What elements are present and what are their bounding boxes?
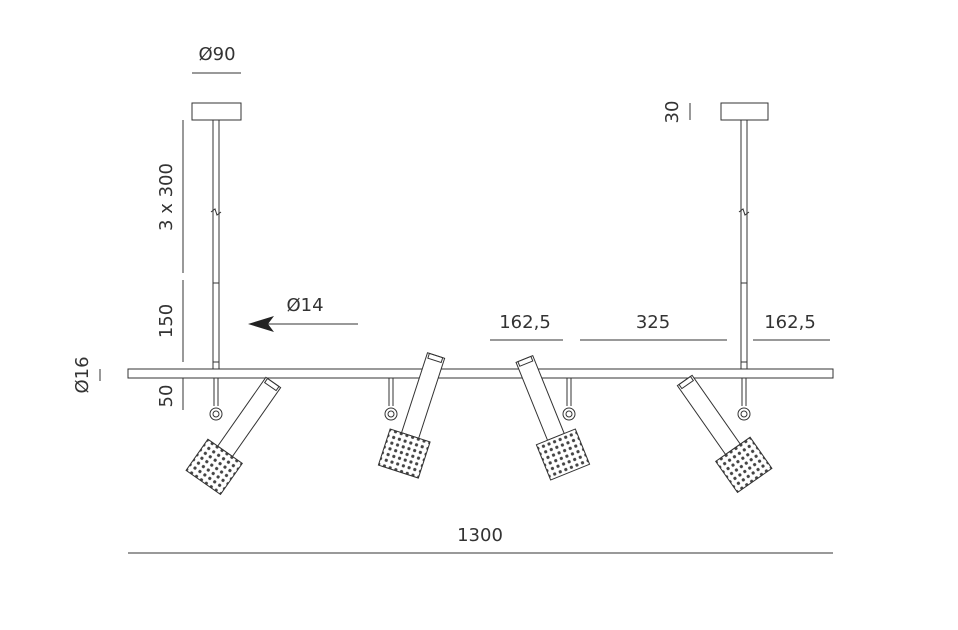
canopy-diameter-label: Ø90 <box>198 44 235 65</box>
rod-diameter-label: Ø14 <box>286 295 323 316</box>
end-offset-left-label: 162,5 <box>499 312 551 333</box>
suspension-rod-left <box>210 120 222 370</box>
rod-diameter-arrow-icon <box>248 316 358 332</box>
break-mark-icon <box>738 208 750 216</box>
lower-rod-label: 150 <box>156 304 177 338</box>
canopy-left <box>191 102 242 121</box>
spotlight-4 <box>676 374 773 494</box>
spotlight-2 <box>377 352 446 479</box>
canopy-height-label: 30 <box>662 101 683 124</box>
bar-diameter-label: Ø16 <box>72 356 93 393</box>
suspension-rod-right <box>738 120 750 370</box>
end-offset-right-label: 162,5 <box>764 312 816 333</box>
spot-spacing-label: 325 <box>636 312 670 333</box>
spot-drop-label: 50 <box>156 385 177 408</box>
horizontal-bar <box>127 368 834 379</box>
canopy-right <box>720 102 769 121</box>
spotlight-1 <box>185 376 282 496</box>
total-length-label: 1300 <box>457 525 503 546</box>
suspension-length-label: 3 x 300 <box>156 163 177 231</box>
spotlight-3 <box>515 354 591 481</box>
break-mark-icon <box>210 208 222 216</box>
